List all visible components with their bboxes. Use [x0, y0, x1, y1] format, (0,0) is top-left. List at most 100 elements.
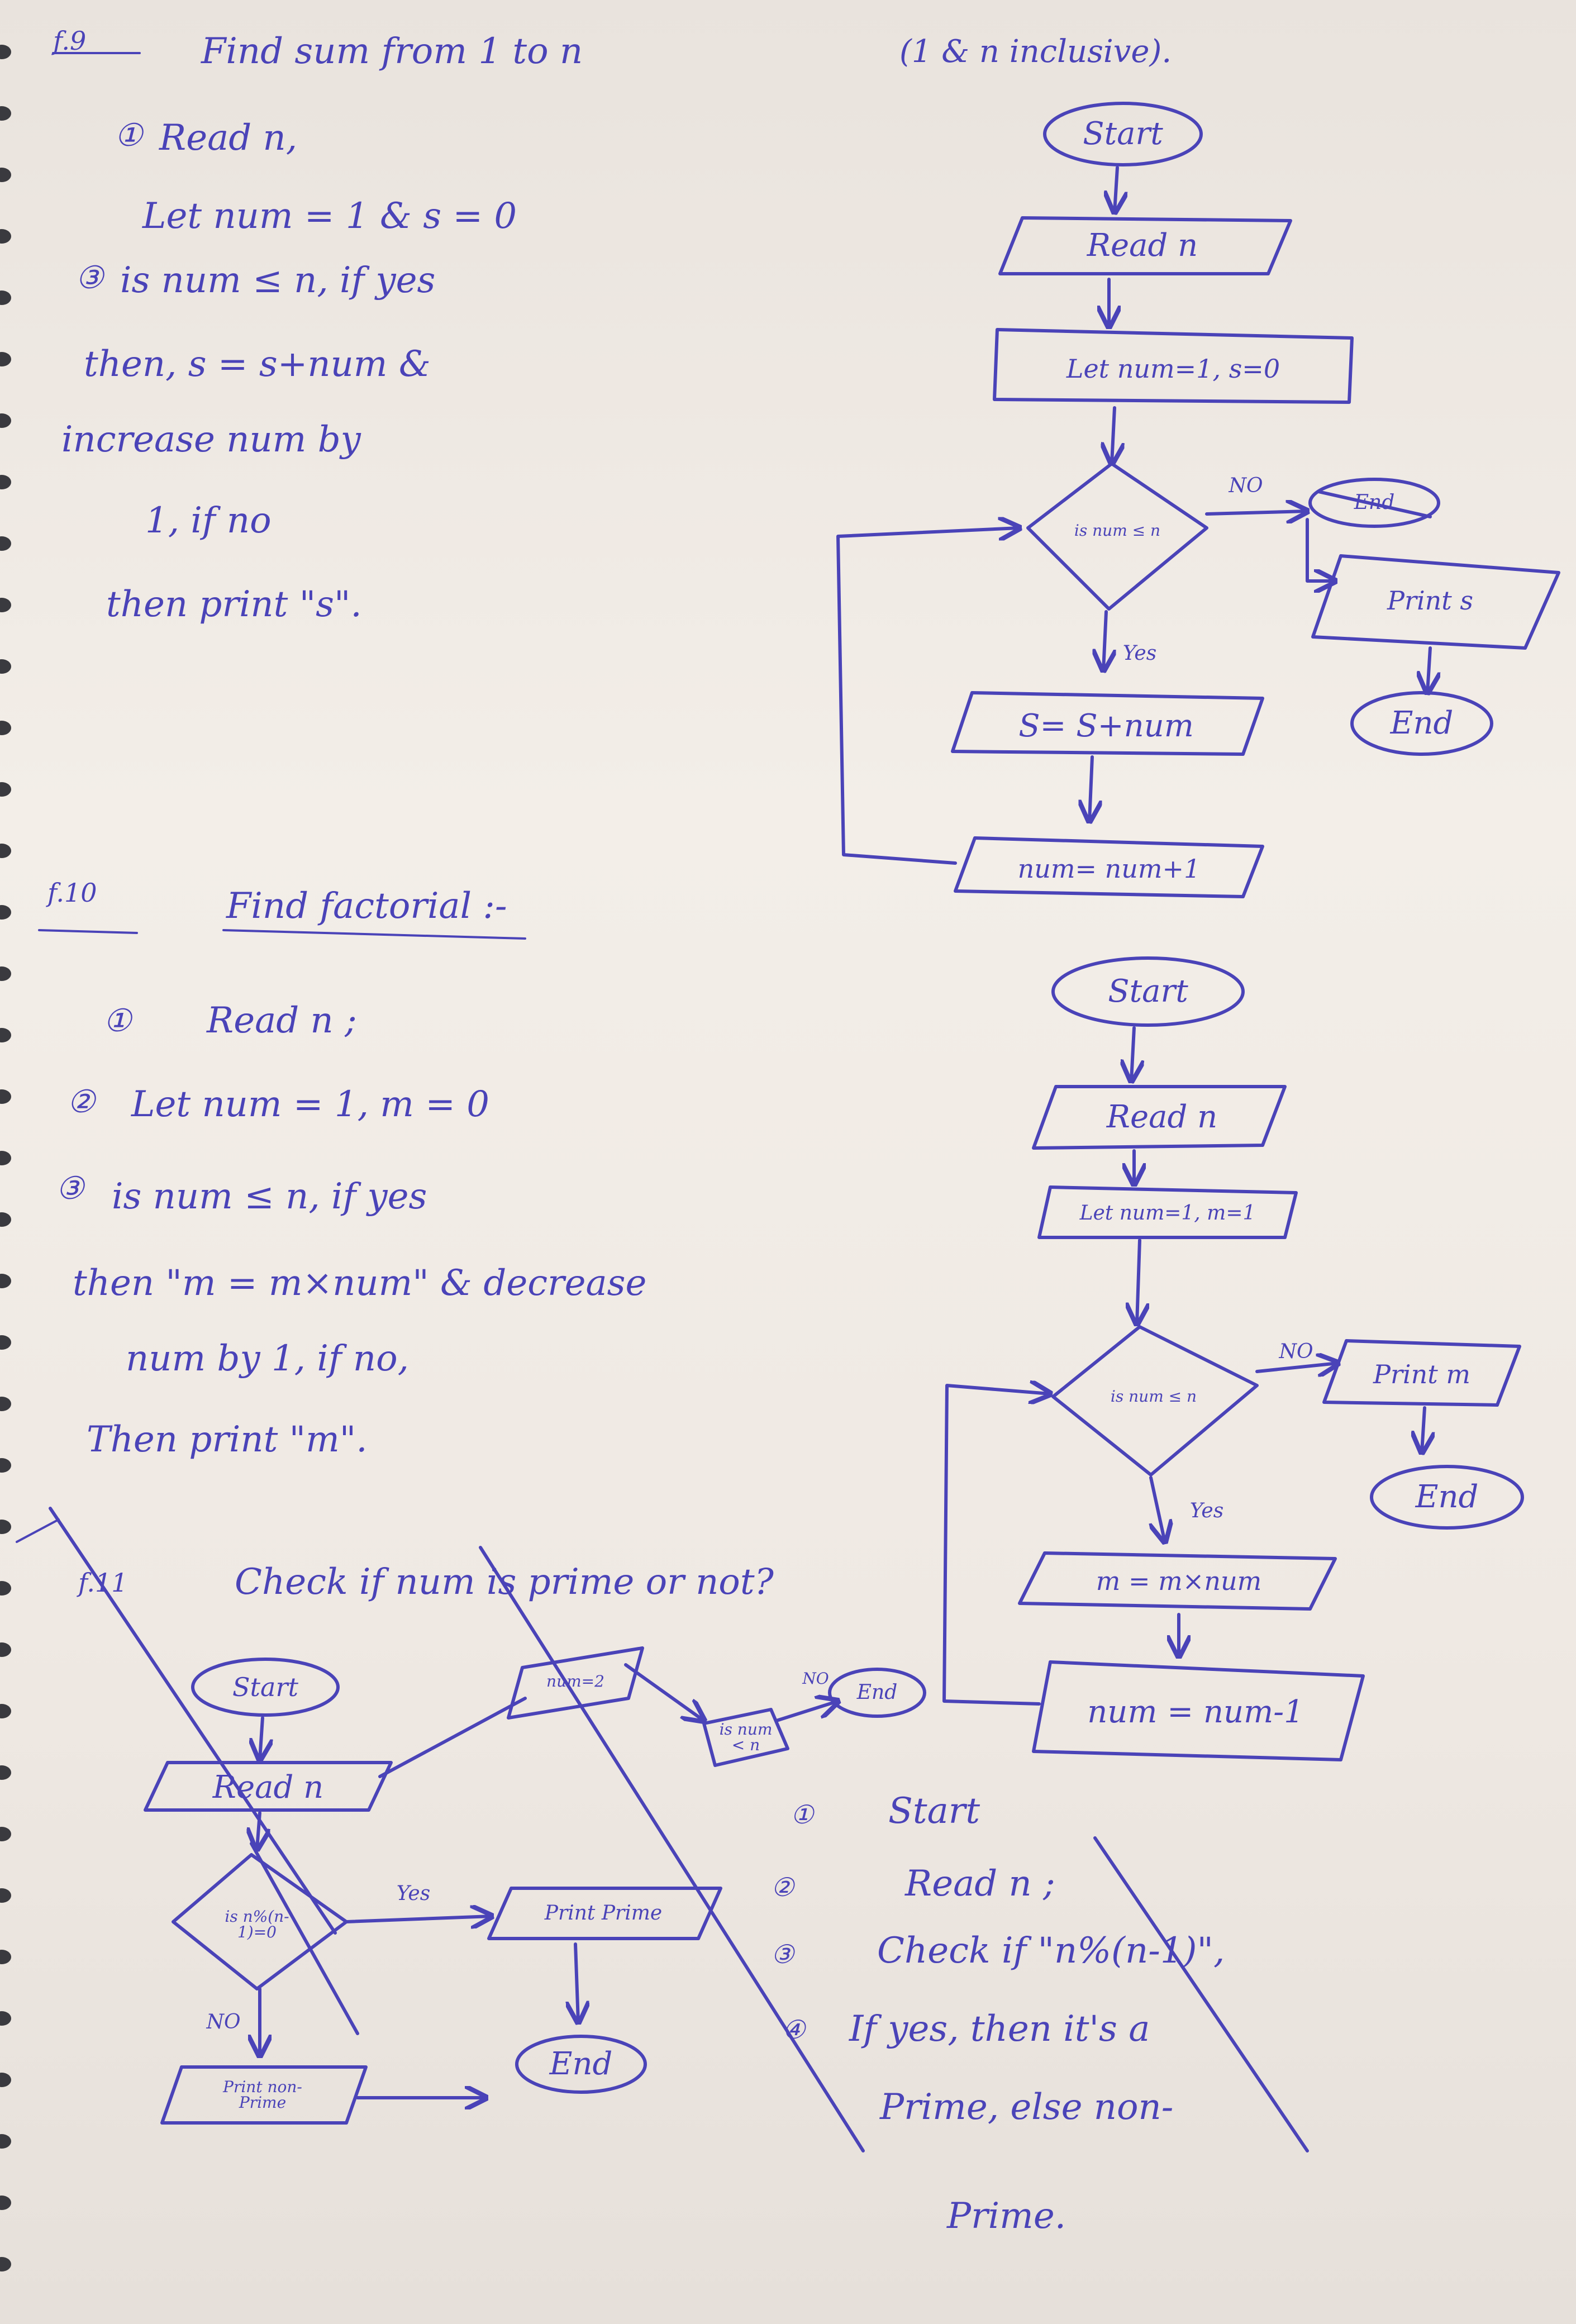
binding-hole — [0, 905, 11, 920]
f10-init-box — [1037, 1185, 1298, 1239]
f9-start-terminal — [1043, 102, 1203, 166]
strike-line — [479, 1546, 865, 2152]
binding-hole — [0, 2011, 11, 2026]
binding-hole — [0, 536, 11, 551]
binding-hole — [0, 1458, 11, 1473]
f11-no-label: NO — [206, 2011, 241, 2034]
binding-hole — [0, 2073, 11, 2087]
f9-yes-label: Yes — [1122, 642, 1157, 665]
binding-hole — [0, 352, 11, 366]
f10-mul-label: m = m×num — [1096, 1566, 1262, 1596]
f9-step: Let num = 1 & s = 0 — [142, 196, 517, 237]
f9-no-label: NO — [1229, 474, 1263, 497]
f9-add-label: S= S+num — [1018, 708, 1194, 744]
f10-decision — [1051, 1325, 1259, 1477]
f11-start-terminal — [191, 1658, 340, 1717]
f11-step-number: ④ — [782, 2015, 806, 2045]
f10-step: num by 1, if no, — [126, 1338, 409, 1379]
binding-hole — [0, 2257, 11, 2271]
f10-step: Then print "m". — [87, 1419, 368, 1460]
f11-step: Read n ; — [905, 1863, 1055, 1904]
binding-hole — [0, 1950, 11, 1964]
binding-hole — [0, 1151, 11, 1165]
f9-label: f.9 — [53, 26, 87, 56]
binding-hole — [0, 721, 11, 735]
f11-step: If yes, then it's a — [849, 2008, 1150, 2050]
f11-no-top-label: NO — [802, 1669, 829, 1688]
binding-hole — [0, 1212, 11, 1227]
f10-mul-box — [1018, 1551, 1337, 1611]
f9-title: Find sum from 1 to n — [201, 31, 583, 72]
binding-hole — [0, 1642, 11, 1657]
f10-read-label: Read n — [1106, 1099, 1218, 1135]
binding-hole — [0, 1335, 11, 1350]
strike — [1317, 490, 1432, 518]
f11-yes-label: Yes — [396, 1882, 431, 1905]
f9-decision — [1026, 462, 1208, 611]
binding-hole — [0, 475, 11, 489]
binding-hole — [0, 106, 11, 121]
f9-decision-label: is num ≤ n — [1074, 521, 1161, 540]
f11-title: Check if num is prime or not? — [235, 1561, 774, 1603]
f10-dec-label: num = num-1 — [1087, 1694, 1304, 1730]
f10-dec-box — [1032, 1660, 1365, 1761]
f10-step-number: ② — [67, 1084, 96, 1120]
f9-step: increase num by — [61, 419, 361, 460]
f10-end-terminal — [1370, 1465, 1524, 1530]
binding-hole — [0, 1827, 11, 1841]
f9-step: is num ≤ n, if yes — [120, 260, 436, 301]
f11-step: Prime, else non- — [880, 2087, 1174, 2128]
strike-line — [49, 1507, 337, 1935]
f10-print-label: Print m — [1373, 1359, 1471, 1389]
binding-hole — [0, 659, 11, 674]
f11-step: Start — [888, 1790, 980, 1832]
binding-hole — [0, 1089, 11, 1104]
f11-end-terminal — [515, 2035, 647, 2094]
f11-step: Check if "n%(n-1)", — [877, 1930, 1225, 1971]
f11-end-label: End — [549, 2046, 613, 2082]
binding-hole — [0, 2196, 11, 2210]
f9-end-terminal — [1350, 691, 1493, 756]
f9-step: then, s = s+num & — [84, 344, 431, 385]
f10-start-label: Start — [1108, 973, 1188, 1009]
f11-read-box — [144, 1761, 393, 1812]
f10-step: Read n ; — [207, 1000, 357, 1041]
f10-decision-label: is num ≤ n — [1110, 1387, 1197, 1406]
binding-hole — [0, 45, 11, 59]
f9-print-box — [1311, 554, 1560, 650]
f11-start-label: Start — [232, 1672, 298, 1702]
binding-hole — [0, 782, 11, 797]
f9-end-crossed-label: End — [1354, 491, 1395, 514]
f11-print-prime-box — [487, 1887, 722, 1940]
binding-hole — [0, 1397, 11, 1411]
f9-init-label: Let num=1, s=0 — [1066, 354, 1280, 384]
f10-title: Find factorial :- — [226, 885, 507, 927]
f9-start-label: Start — [1083, 116, 1163, 152]
f9-print-label: Print s — [1387, 585, 1473, 616]
binding-hole — [0, 1274, 11, 1288]
f9-step-number: ① — [115, 117, 143, 154]
f10-end-label: End — [1415, 1479, 1479, 1515]
f9-step: 1, if no — [145, 500, 272, 541]
binding-hole — [0, 1888, 11, 1903]
f9-inc-box — [954, 836, 1264, 898]
binding-hole — [0, 413, 11, 428]
f9-step-number: ③ — [75, 260, 104, 296]
f10-label: f.10 — [47, 878, 97, 908]
binding-hole — [0, 1028, 11, 1042]
binding-hole — [0, 2134, 11, 2149]
f10-step: Let num = 1, m = 0 — [131, 1084, 489, 1125]
f11-end-top-label: End — [856, 1681, 898, 1704]
f10-print-box — [1322, 1339, 1521, 1407]
f11-num2-label: num=2 — [546, 1672, 604, 1690]
f11-step-number: ① — [791, 1799, 814, 1830]
f9-step: Read n, — [159, 117, 298, 159]
binding-hole — [0, 598, 11, 612]
spiral-binding — [0, 0, 22, 2324]
binding-hole — [0, 1520, 11, 1534]
f9-read-box — [998, 216, 1292, 275]
f10-step: then "m = m×num" & decrease — [73, 1263, 647, 1304]
f9-step: then print "s". — [106, 584, 362, 625]
